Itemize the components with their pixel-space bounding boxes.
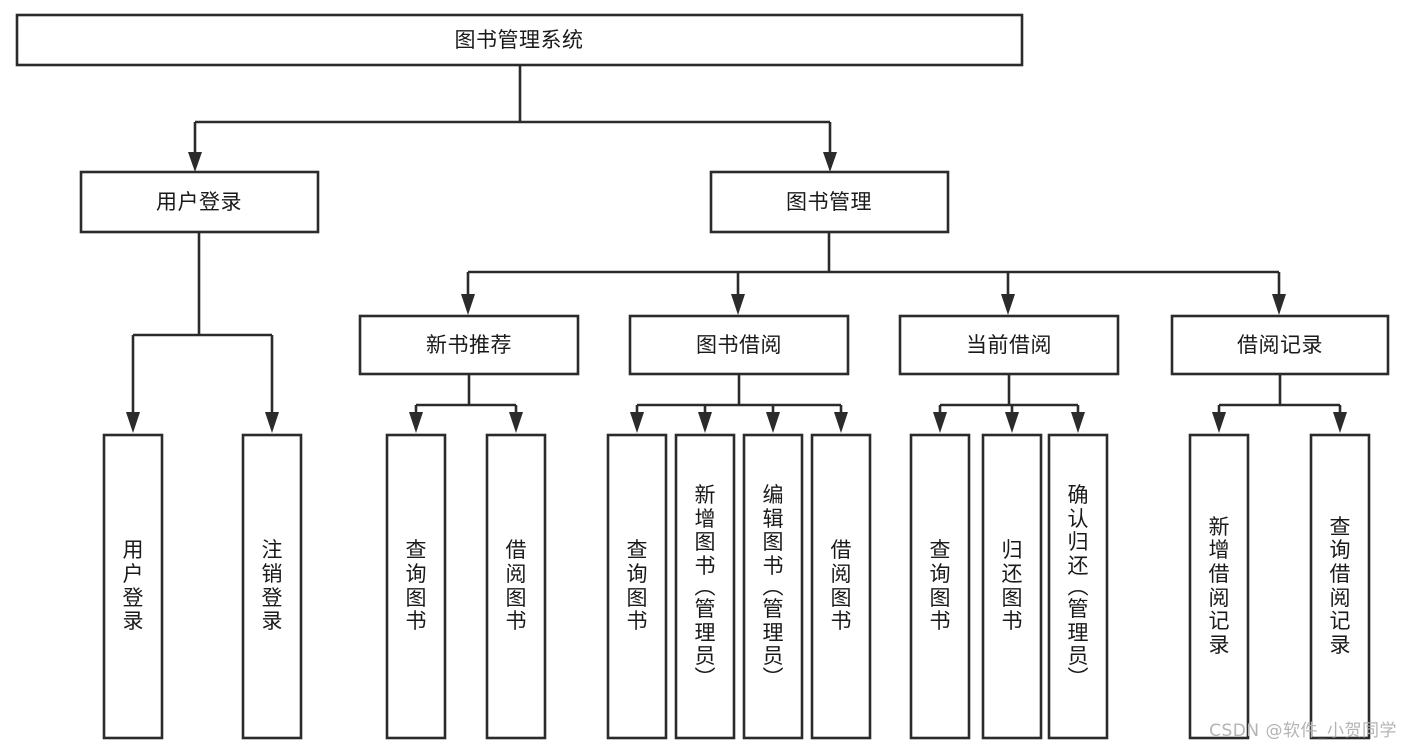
arrowhead-book-manage [823,152,837,172]
node-boxes [15,13,1390,740]
arrowhead-leaf-user-login [126,412,140,433]
node-box-book-manage[interactable] [709,170,950,234]
arrowhead-bb-query-book [630,412,644,433]
arrowhead-leaf-logout [265,412,279,433]
arrowhead-cb-confirm-return [1071,412,1085,433]
node-box-leaf-cb-query-book[interactable] [909,433,971,740]
node-label-root: 图书管理系统 [455,28,584,52]
node-box-leaf-bb-query-book[interactable] [606,433,668,740]
arrowhead-nbr-query-book [409,412,423,433]
node-box-leaf-logout[interactable] [241,433,303,740]
node-label-current-borrow: 当前借阅 [966,333,1052,357]
node-box-leaf-user-login[interactable] [102,433,164,740]
arrowhead-br-query-record [1333,412,1347,433]
node-box-leaf-cb-return-book[interactable] [981,433,1043,740]
node-box-book-borrow[interactable] [628,314,850,376]
arrowhead-current-borrow [1001,294,1015,315]
arrowhead-new-book-rec [461,294,475,315]
arrowhead-nbr-borrow-book [509,412,523,433]
arrowhead-bb-edit-book [766,412,780,433]
node-box-borrow-record[interactable] [1170,314,1390,376]
node-box-leaf-cb-confirm-return[interactable] [1047,433,1109,740]
node-box-leaf-bb-borrow-book[interactable] [810,433,872,740]
horizontal-labels: 图书管理系统 用户登录 图书管理 新书推荐 图书借阅 当前借阅 借阅记录 [156,28,1323,357]
node-label-user-login: 用户登录 [156,190,242,214]
arrowhead-cb-return-book [1005,412,1019,433]
arrowhead-cb-query-book [933,412,947,433]
arrowhead-bb-add-book [698,412,712,433]
node-label-book-manage: 图书管理 [786,190,872,214]
node-label-borrow-record: 借阅记录 [1237,333,1323,357]
node-box-user-login[interactable] [79,170,320,234]
node-box-leaf-nbr-query-book[interactable] [385,433,447,740]
arrowhead-br-add-record [1212,412,1226,433]
node-box-root[interactable] [15,13,1024,67]
node-box-leaf-bb-add-book[interactable] [674,433,736,740]
node-box-new-book-rec[interactable] [358,314,580,376]
node-box-current-borrow[interactable] [898,314,1120,376]
node-box-leaf-bb-edit-book[interactable] [742,433,804,740]
arrowhead-user-login [188,152,202,172]
node-box-leaf-br-query-record[interactable] [1309,433,1371,740]
arrowhead-book-borrow [731,294,745,315]
node-box-leaf-nbr-borrow-book[interactable] [485,433,547,740]
node-label-new-book-rec: 新书推荐 [426,333,512,357]
arrowhead-borrow-record [1272,294,1286,315]
node-label-book-borrow: 图书借阅 [696,333,782,357]
arrowhead-bb-borrow-book [834,412,848,433]
connectors [126,65,1347,433]
node-box-leaf-br-add-record[interactable] [1188,433,1250,740]
csdn-watermark: CSDN @软件_小贺同学 [1209,721,1397,741]
